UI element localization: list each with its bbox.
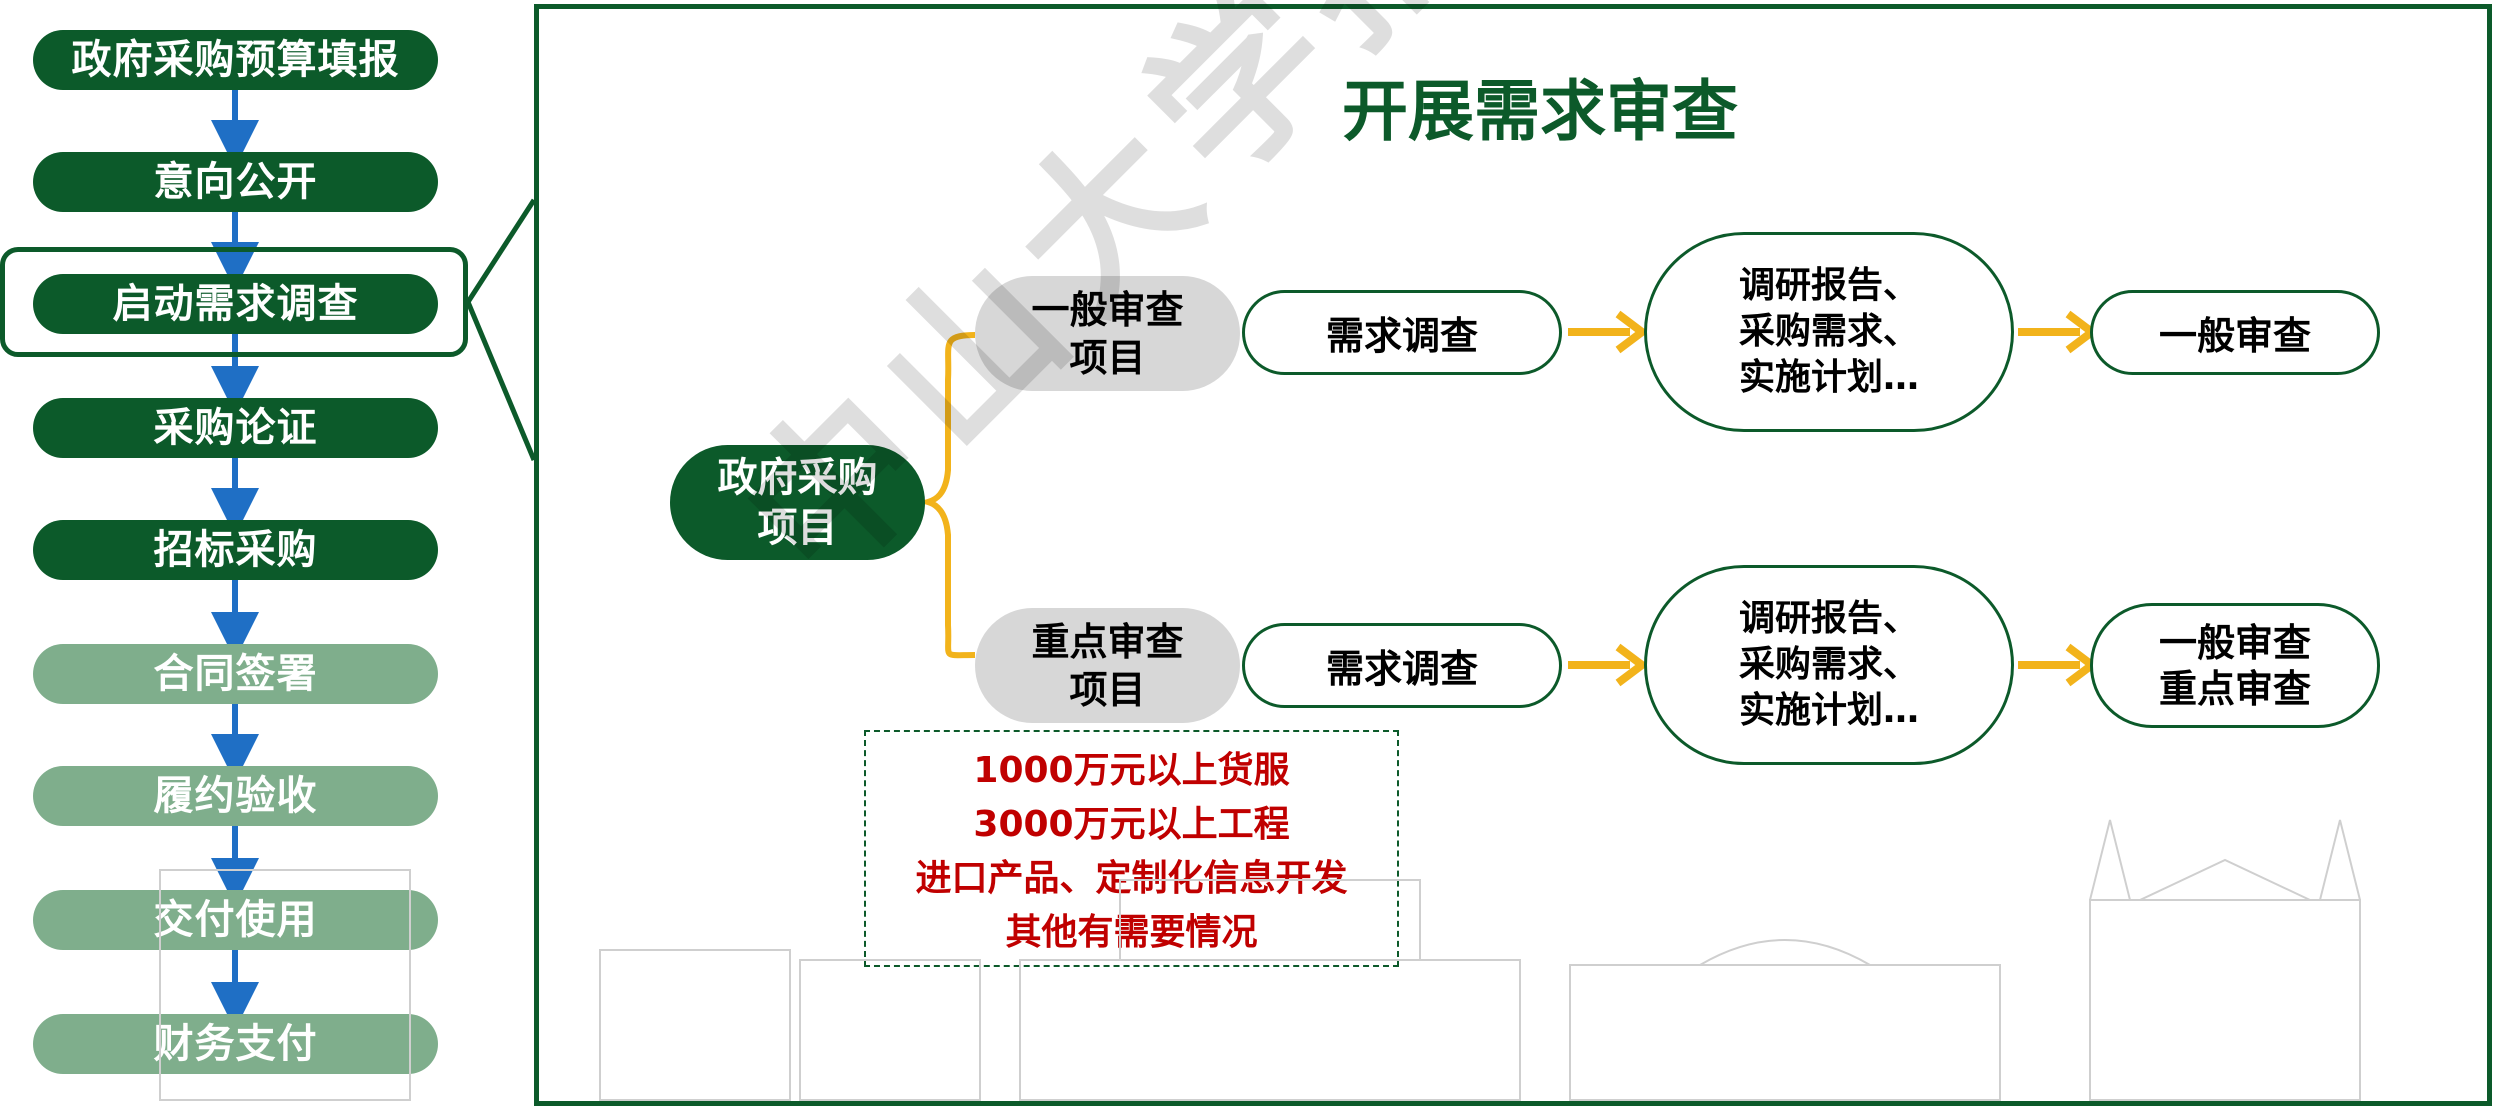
key-review-criteria-box: 1000万元以上货服 3000万元以上工程 进口产品、定制化信息开发 其他有需要… [864, 730, 1399, 967]
key-survey-label: 需求调查 [1325, 647, 1478, 691]
category-general-line2: 项目 [1069, 335, 1146, 380]
arrow-key-2 [2018, 643, 2099, 687]
category-general-line1: 一般审查 [1031, 287, 1184, 332]
category-general-review: 一般审查 项目 [975, 276, 1240, 391]
branch-bracket [917, 332, 976, 659]
general-report-node: 调研报告、 采购需求、 实施计划… [1644, 232, 2014, 432]
key-result-line1: 一般审查 [2158, 620, 2311, 665]
callout-wedge-lower [465, 301, 537, 461]
root-node-gov-procurement: 政府采购 项目 [670, 445, 925, 560]
key-report-line3: 实施计划… [1738, 690, 1919, 731]
category-key-review: 重点审查 项目 [975, 608, 1240, 723]
step-acceptance[interactable]: 履约验收 [33, 766, 438, 826]
panel-title: 开展需求审查 [1342, 73, 1738, 150]
category-key-line1: 重点审查 [1031, 619, 1184, 664]
general-result-label: 一般审查 [2158, 314, 2311, 358]
general-demand-survey: 需求调查 [1242, 290, 1562, 375]
general-report-line3: 实施计划… [1738, 357, 1919, 398]
category-key-line2: 项目 [1069, 667, 1146, 712]
general-survey-label: 需求调查 [1325, 314, 1478, 358]
demand-review-panel [534, 4, 2492, 1106]
key-report-line2: 采购需求、 [1738, 644, 1919, 685]
key-report-line1: 调研报告、 [1738, 598, 1919, 639]
callout-wedge [465, 198, 537, 304]
step-intent-disclosure[interactable]: 意向公开 [33, 152, 438, 212]
key-report-node: 调研报告、 采购需求、 实施计划… [1644, 565, 2014, 765]
arrow-general-1 [1568, 310, 1649, 354]
step-tendering[interactable]: 招标采购 [33, 520, 438, 580]
step-procurement-review[interactable]: 采购论证 [33, 398, 438, 458]
criteria-item: 3000万元以上工程 [973, 804, 1290, 845]
step-contract-signing[interactable]: 合同签署 [33, 644, 438, 704]
arrow-general-2 [2018, 310, 2099, 354]
general-report-line1: 调研报告、 [1738, 265, 1919, 306]
key-review-result: 一般审查 重点审查 [2090, 603, 2380, 728]
root-line2: 项目 [757, 504, 838, 551]
general-report-line2: 采购需求、 [1738, 311, 1919, 352]
criteria-item: 进口产品、定制化信息开发 [915, 858, 1348, 899]
criteria-item: 1000万元以上货服 [973, 750, 1290, 791]
step-demand-survey[interactable]: 启动需求调查 [33, 274, 438, 334]
arrow-key-1 [1568, 643, 1649, 687]
current-step-highlight [0, 247, 468, 357]
step-budget-filing[interactable]: 政府采购预算填报 [33, 30, 438, 90]
key-result-line2: 重点审查 [2158, 666, 2311, 711]
general-review-result: 一般审查 [2090, 290, 2380, 375]
criteria-item: 其他有需要情况 [1005, 912, 1258, 953]
key-demand-survey: 需求调查 [1242, 623, 1562, 708]
root-line1: 政府采购 [717, 454, 878, 501]
